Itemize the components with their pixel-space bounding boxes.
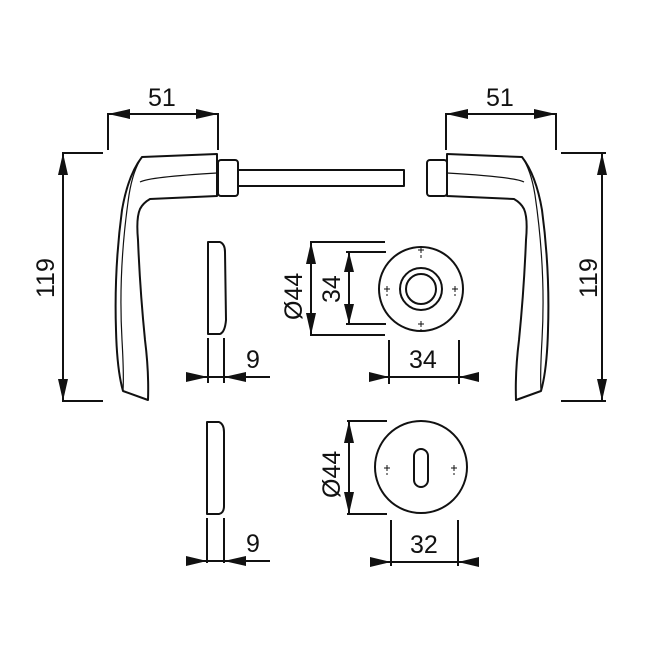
escutcheon-side-view: 9 [186,421,270,566]
right-lever-height-label: 119 [575,258,603,298]
right-lever-collar [426,159,448,197]
escutcheon-front-view: Ø44 32 [318,420,479,567]
rose-ring-inner [405,273,437,305]
escutcheon-screw-marks [384,465,457,475]
rose-screw-marks [384,247,458,332]
left-lever-inner-edge [120,156,143,392]
right-lever-projection-label: 51 [486,84,514,112]
rose-thickness-label: 9 [246,346,260,374]
left-lever-projection-label: 51 [148,84,176,112]
escutcheon-thickness-label: 9 [246,530,260,558]
escutcheon-diameter-label: Ø44 [318,451,346,498]
keyhole-slot [413,448,429,488]
escutcheon-side-profile [206,421,225,515]
rose-outer-circle [378,246,464,332]
escutcheon-spacing-label: 32 [410,531,438,559]
left-lever-height-label: 119 [32,258,60,298]
rose-side-profile [207,241,227,335]
rose-front-view: Ø44 34 34 [280,241,479,384]
spindle [237,169,405,187]
rose-width-label: 34 [409,346,437,374]
left-lever-top-edge [139,172,218,183]
rose-inner-label: 34 [318,275,346,303]
right-lever: 51 119 [426,84,607,402]
right-lever-body [446,153,550,401]
rose-diameter-label: Ø44 [280,273,308,320]
rose-ring-outer [399,267,443,311]
escutcheon-outer-circle [374,420,468,514]
rose-side-view: 9 [186,241,270,383]
right-lever-top-edge [446,172,525,183]
left-lever: 51 119 [32,84,405,402]
left-lever-body [114,153,218,401]
right-lever-inner-edge [521,156,544,392]
left-lever-collar [217,159,239,197]
